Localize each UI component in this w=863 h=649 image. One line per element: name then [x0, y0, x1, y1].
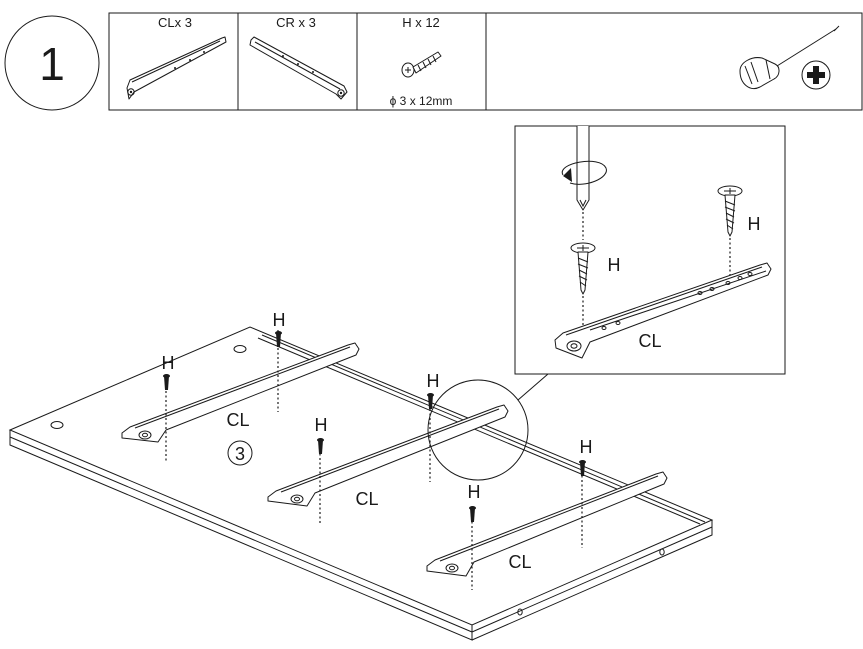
cl-rail [267, 404, 509, 507]
cr-rail-icon [249, 36, 348, 100]
rail-assembly-2: H H CL [267, 371, 509, 525]
parts-table: CLx 3 CR x 3 [108, 12, 863, 111]
step-number-badge: 1 [4, 15, 100, 111]
detail-inset: H H CL [514, 125, 786, 375]
cl-rail [554, 262, 772, 359]
screw-icon [275, 331, 282, 347]
screw-icon [717, 185, 743, 282]
step-number: 1 [39, 38, 65, 90]
panel-hole [50, 421, 64, 429]
detail-callout [427, 373, 549, 481]
panel-board [8, 326, 714, 641]
screwdriver-tip-icon [561, 126, 607, 240]
screw-quantity-label: H x 12 [402, 15, 440, 30]
screw-label: H [427, 371, 440, 391]
screw-label: H [580, 437, 593, 457]
rail-label: CL [508, 552, 531, 572]
screw-label: H [608, 255, 621, 275]
rail-label: CL [638, 331, 661, 351]
screw-label: H [315, 415, 328, 435]
parts-cell-screw: H x 12 ϕ 3 x 12mm [390, 15, 453, 108]
screw-label: H [748, 214, 761, 234]
screw-icon [469, 506, 476, 522]
screw-icon [427, 393, 434, 409]
parts-cell-cr: CR x 3 [249, 15, 348, 100]
rail-assembly-1: H H CL [121, 310, 360, 462]
screw-dimension-label: ϕ 3 x 12mm [390, 94, 453, 108]
magnifier-circle [427, 379, 529, 481]
screw-icon [570, 242, 596, 335]
rotate-arrow-icon [563, 168, 572, 182]
phillips-screwdriver-icon [739, 25, 840, 89]
edge-hole [517, 608, 523, 616]
parts-cell-cl: CLx 3 [126, 15, 227, 100]
cl-quantity-label: CLx 3 [158, 15, 192, 30]
cl-rail [426, 471, 668, 577]
rail-label: CL [226, 410, 249, 430]
screw-icon [317, 438, 324, 454]
cr-quantity-label: CR x 3 [276, 15, 316, 30]
sub-step-badge: 3 [227, 440, 253, 466]
edge-hole [659, 548, 665, 556]
screw-icon [401, 51, 442, 78]
panel-hole [233, 345, 247, 353]
screw-label: H [162, 353, 175, 373]
screw-label: H [468, 482, 481, 502]
tool-cell [739, 25, 840, 90]
sub-step-number: 3 [235, 444, 245, 464]
cl-rail-icon [126, 36, 227, 100]
cl-rail [121, 342, 360, 443]
phillips-head-icon [801, 60, 831, 90]
rail-label: CL [355, 489, 378, 509]
screw-icon [163, 374, 170, 390]
screw-label: H [273, 310, 286, 330]
rail-assembly-3: H H CL [426, 437, 668, 590]
screw-icon [579, 460, 586, 476]
